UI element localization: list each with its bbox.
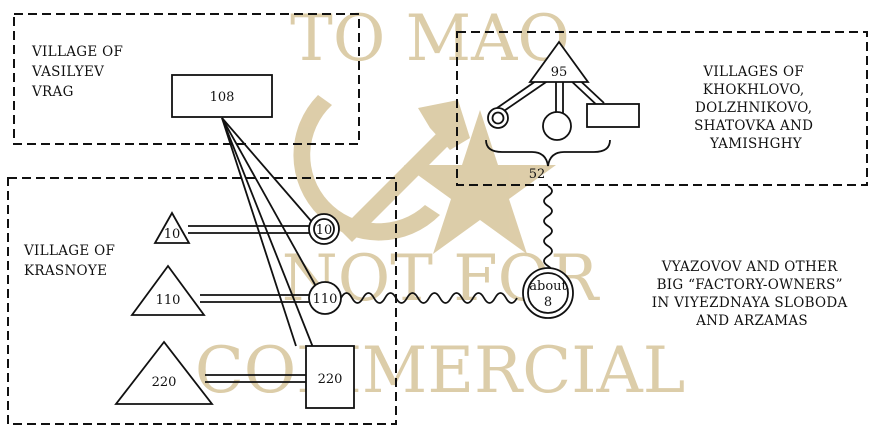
triangle-110-label: 110 — [156, 293, 181, 308]
small-double-circle-inner — [491, 111, 505, 125]
triangle-95 — [528, 40, 590, 83]
about-8-inner — [527, 272, 569, 314]
brace-52-label: 52 — [529, 167, 546, 182]
box-khokhlovo — [586, 103, 640, 128]
triangle-95-label: 95 — [551, 65, 568, 80]
watermark: TO MAO NOT FOR COMMERCIAL — [195, 2, 685, 408]
wavy-link-110-to-about8 — [340, 292, 518, 304]
triangle-10-label: 10 — [164, 227, 181, 242]
about-8-label-line2: 8 — [544, 295, 552, 310]
connector-lines-from-108 — [221, 117, 319, 361]
double-link-10 — [188, 225, 310, 234]
triangle-10 — [153, 211, 191, 244]
watermark-line-3: COMMERCIAL — [195, 334, 685, 408]
label-vasilyev-vrag: VILLAGE OF VASILYEV VRAG — [31, 44, 128, 100]
label-krasnoye: VILLAGE OF KRASNOYE — [23, 243, 120, 279]
box-220 — [305, 345, 355, 409]
triangle-110 — [130, 264, 206, 316]
region-box-vasilyev-vrag — [13, 13, 360, 145]
circle-110-label: 110 — [313, 292, 338, 307]
label-vyazovov: VYAZOVOV AND OTHER BIG “FACTORY-OWNERS” … — [652, 259, 852, 329]
about-8-label-line1: about — [529, 279, 567, 294]
watermark-line-1: TO MAO — [290, 2, 570, 76]
box-220-label: 220 — [318, 372, 343, 387]
region-box-khokhlovo — [456, 31, 868, 186]
triangle-220-label: 220 — [152, 375, 177, 390]
circle-10-label: 10 — [316, 223, 333, 238]
node-108-label: 108 — [210, 90, 235, 105]
label-khokhlovo: VILLAGES OF KHOKHLOVO, DOLZHNIKOVO, SHAT… — [694, 64, 818, 152]
curly-brace-52 — [485, 139, 611, 167]
triangle-220 — [114, 340, 214, 405]
region-box-krasnoye — [7, 177, 397, 425]
double-link-110 — [200, 294, 310, 303]
node-108-box — [171, 74, 273, 118]
double-link-220 — [205, 374, 306, 383]
circle-10-inner — [313, 218, 335, 240]
circle-khokhlovo — [542, 111, 572, 141]
